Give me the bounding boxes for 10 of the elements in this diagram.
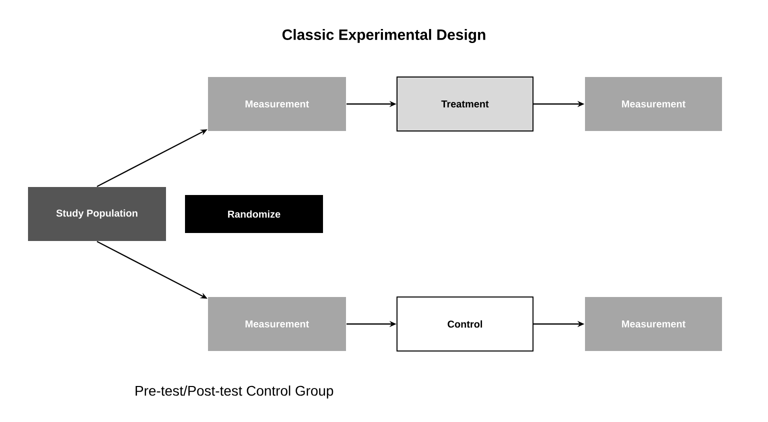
process-box: Treatment <box>396 76 534 132</box>
caption: Pre-test/Post-test Control Group <box>136 386 334 398</box>
process-box: Measurement <box>208 297 346 351</box>
process-box: Control <box>396 296 534 352</box>
process-box: Measurement <box>585 77 722 131</box>
process-box: Measurement <box>585 297 722 351</box>
process-box: Randomize <box>185 195 323 233</box>
title: Classic Experimental Design <box>282 29 486 43</box>
process-box: Study Population <box>28 187 166 241</box>
process-box: Measurement <box>208 77 346 131</box>
